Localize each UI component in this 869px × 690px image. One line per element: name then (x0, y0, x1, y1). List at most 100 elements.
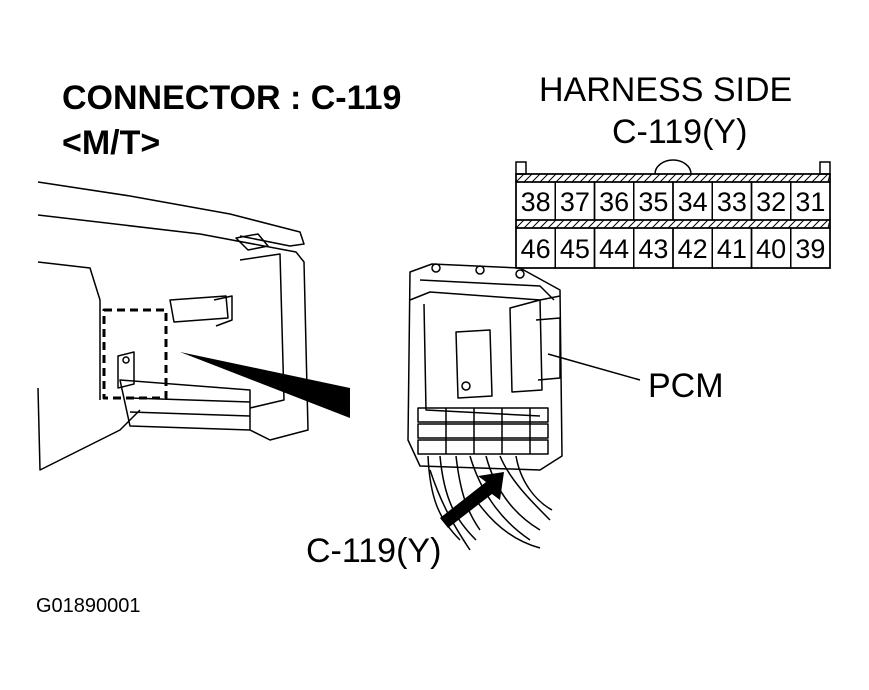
hatch-line (523, 219, 533, 229)
hatch-line (611, 219, 621, 229)
harness-connector-id: C-119(Y) (612, 113, 748, 151)
hatch-line (643, 173, 653, 183)
pin-bottom-label-43: 43 (638, 234, 668, 264)
hatch-line (795, 173, 805, 183)
pin-bottom-label-46: 46 (521, 234, 551, 264)
connector-pointer-label: C-119(Y) (306, 532, 442, 570)
pin-top-label-32: 32 (756, 187, 786, 217)
hatch-line (675, 173, 685, 183)
hatch-line (627, 173, 637, 183)
hatch-line (747, 219, 757, 229)
hatch-line (755, 219, 765, 229)
pcm-label: PCM (648, 367, 724, 405)
hatch-line (675, 219, 685, 229)
hatch-line (803, 173, 813, 183)
hatch-line (771, 219, 781, 229)
hatch-line (571, 219, 581, 229)
hatch-line (747, 173, 757, 183)
hatch-line (539, 173, 549, 183)
hatch-line (707, 219, 717, 229)
pin-top-label-37: 37 (560, 187, 590, 217)
hatch-line (731, 173, 741, 183)
hatch-line (523, 173, 533, 183)
hatch-line (779, 173, 789, 183)
pin-bottom-label-40: 40 (756, 234, 786, 264)
pin-bottom-label-44: 44 (599, 234, 629, 264)
pin-top-cell-31 (790, 181, 831, 221)
hatch-line (587, 173, 597, 183)
hatch-line (659, 219, 669, 229)
hatch-line (699, 173, 709, 183)
hatch-line (635, 219, 645, 229)
hatch-line (691, 219, 701, 229)
harness-side-label: HARNESS SIDE (539, 71, 793, 109)
hatch-line (571, 173, 581, 183)
hatch-line (531, 173, 541, 183)
hatch-line (619, 219, 629, 229)
pin-bottom-label-45: 45 (560, 234, 590, 264)
hatch-line (715, 173, 725, 183)
hatch-line (779, 219, 789, 229)
hatch-line (811, 219, 821, 229)
transmission-variant: <M/T> (62, 124, 161, 162)
hatch-line (603, 219, 613, 229)
hatch-line (819, 219, 829, 229)
hatch-line (731, 219, 741, 229)
hatch-line (667, 173, 677, 183)
hatch-line (643, 219, 653, 229)
hatch-line (683, 173, 693, 183)
pin-bottom-label-39: 39 (795, 234, 825, 264)
hatch-line (563, 219, 573, 229)
hatch-line (691, 173, 701, 183)
hatch-line (787, 173, 797, 183)
hatch-line (579, 219, 589, 229)
hatch-line (667, 219, 677, 229)
hatch-line (723, 219, 733, 229)
hatch-line (531, 219, 541, 229)
hatch-line (715, 219, 725, 229)
hatch-line (707, 173, 717, 183)
hatch-line (595, 173, 605, 183)
hatch-line (651, 219, 661, 229)
hatch-line (763, 173, 773, 183)
hatch-line (579, 173, 589, 183)
hatch-line (771, 173, 781, 183)
hatch-line (547, 173, 557, 183)
connector-title: CONNECTOR : C-119 (62, 79, 402, 117)
hatch-line (659, 173, 669, 183)
hatch-line (547, 219, 557, 229)
hatch-line (627, 219, 637, 229)
hatch-line (739, 219, 749, 229)
hatch-line (563, 173, 573, 183)
hatch-line (595, 219, 605, 229)
hatch-line (819, 173, 829, 183)
hatch-line (611, 173, 621, 183)
pin-bottom-label-41: 41 (717, 234, 747, 264)
hatch-line (811, 173, 821, 183)
hatch-line (739, 173, 749, 183)
hatch-line (555, 173, 565, 183)
hatch-line (539, 219, 549, 229)
pin-top-label-38: 38 (521, 187, 551, 217)
hatch-line (555, 219, 565, 229)
hatch-line (683, 219, 693, 229)
hatch-line (787, 219, 797, 229)
pin-top-label-33: 33 (717, 187, 747, 217)
pin-top-label-35: 35 (638, 187, 668, 217)
pin-top-label-36: 36 (599, 187, 629, 217)
hatch-line (763, 219, 773, 229)
hatch-line (587, 219, 597, 229)
figure-code: G01890001 (36, 595, 141, 617)
hatch-line (619, 173, 629, 183)
hatch-line (795, 219, 805, 229)
hatch-line (603, 173, 613, 183)
hatch-line (699, 219, 709, 229)
hatch-line (635, 173, 645, 183)
pin-top-label-31: 31 (795, 187, 825, 217)
hatch-line (515, 219, 525, 229)
hatch-line (723, 173, 733, 183)
pin-bottom-cell-39 (790, 227, 831, 269)
pin-bottom-label-42: 42 (678, 234, 708, 264)
